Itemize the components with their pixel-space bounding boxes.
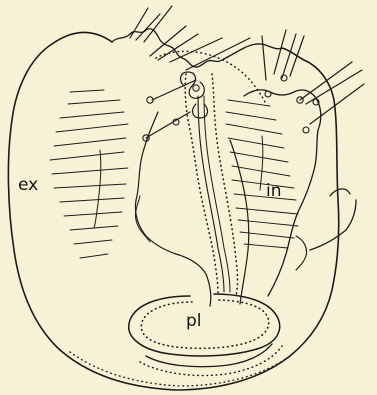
seta-sockets (143, 75, 319, 141)
pl-outer (129, 294, 280, 356)
duct-center (198, 96, 224, 292)
pl-curl-dotted (140, 346, 282, 376)
central-sac-right (230, 140, 249, 304)
right-tail (310, 200, 356, 250)
ex-fibers (50, 90, 128, 258)
label-ex: ex (18, 175, 38, 195)
right-hook (330, 189, 350, 196)
ex-vertical-line (94, 150, 101, 228)
label-pl: pl (186, 311, 202, 331)
duct-right (212, 74, 238, 296)
upper-dotted-outline (156, 51, 266, 104)
outer-dotted-contour (70, 352, 290, 386)
duct-left (185, 74, 218, 294)
setae (130, 6, 364, 138)
label-in: in (266, 181, 282, 201)
duct-coil (181, 72, 208, 118)
outer-outline (8, 32, 338, 390)
pl-inner-dotted (141, 300, 268, 348)
right-edge-detail (296, 236, 307, 270)
inner-lobe-outline (244, 90, 321, 296)
